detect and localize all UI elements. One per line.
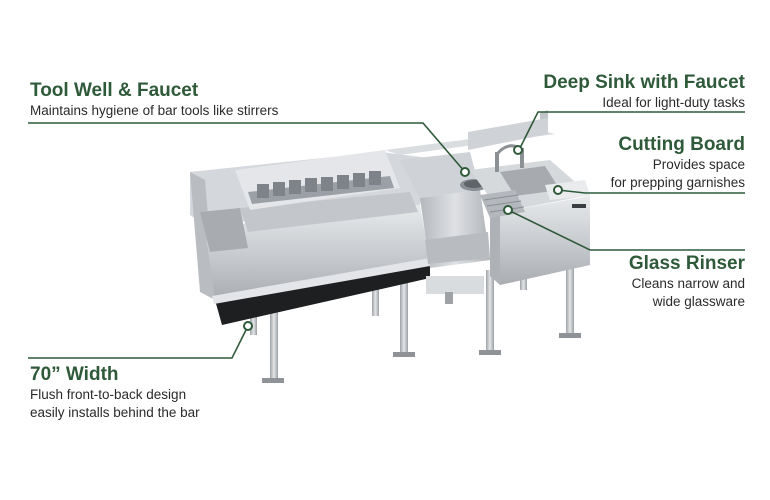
- callout-title: Glass Rinser: [628, 253, 745, 274]
- tool-well-area: [400, 152, 490, 304]
- callout-glass-rinser: Glass Rinser Cleans narrow and wide glas…: [629, 253, 745, 311]
- deep-sink-bowl: [500, 166, 560, 196]
- callout-width: 70” Width Flush front-to-back design eas…: [30, 364, 200, 422]
- cutting-board: [545, 180, 590, 200]
- callout-desc: for prepping garnishes: [610, 175, 745, 190]
- brand-tag: [572, 204, 586, 208]
- sink-cabinet: [470, 144, 590, 285]
- callout-desc: Ideal for light-duty tasks: [602, 95, 745, 110]
- callout-desc: Maintains hygiene of bar tools like stir…: [30, 103, 279, 118]
- callout-title: Deep Sink with Faucet: [543, 72, 745, 93]
- callout-desc: wide glassware: [652, 294, 745, 309]
- callout-title: Cutting Board: [618, 134, 745, 155]
- callout-title: Tool Well & Faucet: [30, 80, 199, 101]
- callout-desc: Flush front-to-back design: [30, 387, 187, 402]
- callout-deep-sink: Deep Sink with Faucet Ideal for light-du…: [543, 72, 745, 112]
- callout-title: 70” Width: [30, 364, 119, 385]
- callout-desc: easily installs behind the bar: [30, 405, 200, 420]
- callout-tool-well: Tool Well & Faucet Maintains hygiene of …: [30, 80, 278, 120]
- callout-lines: [28, 111, 745, 359]
- callout-cutting-board: Cutting Board Provides space for preppin…: [611, 134, 745, 192]
- faucet-icon: [495, 152, 499, 172]
- callout-desc: Cleans narrow and: [631, 276, 745, 291]
- callout-dots: [243, 145, 563, 331]
- callout-desc: Provides space: [652, 157, 745, 172]
- ice-bin-unit: [190, 150, 430, 325]
